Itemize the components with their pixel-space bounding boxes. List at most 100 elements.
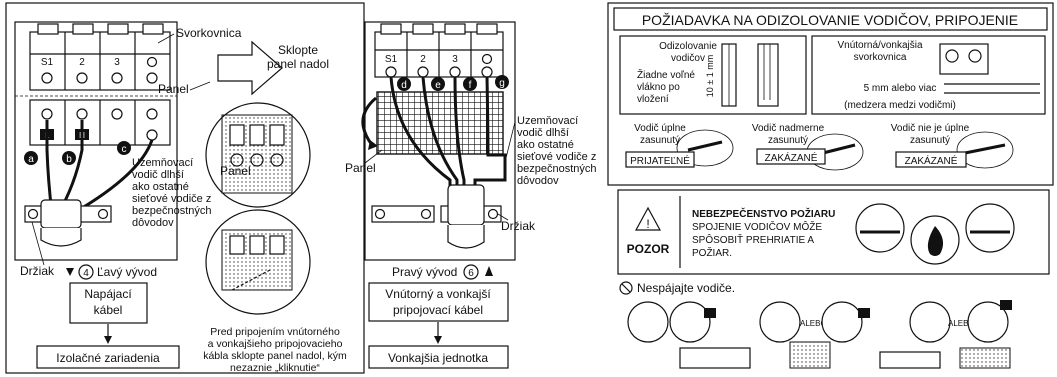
- terminal-label: 2: [420, 54, 426, 65]
- up-arrow-icon: [66, 268, 74, 276]
- svg-text:sieťové vodiče z: sieťové vodiče z: [517, 151, 596, 163]
- fold-arrow-icon: [361, 96, 377, 146]
- svg-text:ako ostatné: ako ostatné: [132, 181, 189, 193]
- left-frame: [5, 2, 365, 374]
- wire-f: [453, 76, 466, 215]
- verdict-prohibited: ZAKÁZANÉ: [905, 154, 958, 167]
- fire-hazard-heading: NEBEZPEČENSTVO POŽIARU: [692, 207, 835, 220]
- fold-panel-line1: Sklopte: [278, 43, 318, 57]
- connection-cable-line2: pripojovací kábel: [393, 303, 483, 317]
- folded-panel-grid: [376, 91, 504, 155]
- prohibited-icon: [619, 281, 633, 295]
- left-outlet-label: Ľavý vývod: [97, 265, 157, 279]
- svg-text:Vodič nie je úplne: Vodič nie je úplne: [891, 123, 970, 134]
- terminal-block-label: Svorkovnica: [176, 26, 242, 40]
- screw-icon: [146, 108, 158, 120]
- svg-text:6: 6: [468, 268, 474, 279]
- svg-text:zasunutý: zasunutý: [640, 135, 680, 146]
- svg-text:bezpečnostných: bezpečnostných: [517, 163, 597, 175]
- gap-label: 5 mm alebo viac: [864, 83, 937, 94]
- terminal-label: S1: [41, 57, 54, 68]
- warning-triangle-icon: [634, 206, 662, 231]
- svg-text:dôvodov: dôvodov: [132, 217, 174, 229]
- marker-e-label: e: [435, 80, 441, 91]
- dimension-label: 10 ± 1 mm: [705, 55, 715, 97]
- fold-panel-line2: panel nadol: [267, 57, 329, 71]
- power-cable-line1: Napájací: [84, 287, 132, 301]
- svg-text:vodič dlhší: vodič dlhší: [132, 169, 184, 181]
- marker-c-label: c: [122, 144, 127, 155]
- gap-note: (medzera medzi vodičmi): [844, 100, 956, 111]
- taped-wire-icon: [965, 203, 1015, 253]
- requirements-title-box: [613, 7, 1048, 31]
- warning-line2: SPÔSOBIŤ PREHRIATIE A: [692, 233, 814, 246]
- wire-e: [421, 76, 459, 215]
- no-loose-line1: Žiadne voľné: [637, 68, 695, 81]
- no-join-text: Nespájajte vodiče.: [637, 281, 735, 295]
- svg-text:sieťové vodiče z: sieťové vodiče z: [132, 193, 211, 205]
- ground-symbol-icon: [146, 56, 158, 68]
- panel-label-right: Panel: [345, 161, 376, 175]
- middle-section: Sklopte panel nadol Panel Pred pripojení…: [203, 40, 347, 374]
- or-label-2: ALEBO: [948, 319, 975, 328]
- case-over-inserted: Vodič nadmerne zasunutý ZAKÁZANÉ: [752, 123, 864, 171]
- marker-b: [62, 151, 76, 165]
- svg-text:dôvodov: dôvodov: [517, 175, 559, 187]
- svg-text:kábla sklopte panel nadol, kým: kábla sklopte panel nadol, kým: [203, 350, 347, 362]
- marker-f: [463, 77, 477, 91]
- connection-cable-line1: Vnútorný a vonkajší: [385, 287, 491, 301]
- power-cable-box: [69, 282, 148, 324]
- svg-text:vodič dlhší: vodič dlhší: [517, 127, 569, 139]
- marker-e: [431, 77, 445, 91]
- insulating-devices-label: Izolačné zariadenia: [56, 351, 160, 365]
- warning-line3: POŽIAR.: [692, 246, 732, 259]
- marker-c: [117, 141, 131, 155]
- case-acceptable: Vodič úplne zasunutý PRIJATEĽNÉ: [625, 123, 734, 168]
- holder-label-right: Držiak: [501, 219, 536, 233]
- stripping-line2: vodičov: [671, 53, 705, 64]
- spliced-wire-icon: [855, 203, 905, 253]
- down-arrow-icon: [434, 336, 442, 344]
- svg-text:Vodič nadmerne: Vodič nadmerne: [752, 123, 825, 134]
- insulating-devices-box: [36, 345, 180, 369]
- caution-label: POZOR: [627, 242, 670, 256]
- svg-text:Vodič úplne: Vodič úplne: [634, 123, 686, 134]
- ground-note-left: Uzemňovací vodič dlhší ako ostatné sieťo…: [132, 157, 212, 229]
- marker-a-label: a: [28, 154, 34, 165]
- right-arrow-icon: [217, 40, 283, 96]
- verdict-acceptable: PRIJATEĽNÉ: [630, 154, 690, 167]
- svg-text:zasunutý: zasunutý: [910, 135, 950, 146]
- svg-text:bezpečnostných: bezpečnostných: [132, 205, 212, 217]
- fold-note: Pred pripojením vnútorného a vonkajšieho…: [203, 326, 347, 374]
- stripping-line1: Odizolovanie: [659, 41, 717, 52]
- svg-text:a vonkajšieho pripojovacieho: a vonkajšieho pripojovacieho: [208, 338, 343, 350]
- screw-icon: [146, 72, 158, 84]
- wire-g: [473, 76, 507, 215]
- right-outlet-label: Pravý vývod: [392, 265, 457, 279]
- right-unit-section: S1 2 3 d e f g: [345, 21, 597, 369]
- zoom-detail-lower: [205, 209, 311, 315]
- requirements-title: POŽIADAVKA NA ODIZOLOVANIE VODIČOV, PRIP…: [642, 12, 1018, 28]
- svg-text:Uzemňovací: Uzemňovací: [132, 157, 193, 169]
- ground-symbol-icon: [481, 53, 493, 65]
- ground-note-right: Uzemňovací vodič dlhší ako ostatné sieťo…: [517, 115, 597, 187]
- screw-icon: [111, 72, 123, 84]
- up-arrow-icon: [485, 266, 493, 276]
- screw-icon: [41, 108, 53, 120]
- panel-label-middle: Panel: [220, 164, 251, 178]
- screw-icon: [76, 108, 88, 120]
- terminal-label: 3: [114, 57, 120, 68]
- marker-g-label: g: [499, 78, 505, 89]
- marker-b-label: b: [66, 154, 72, 165]
- marker-g: [495, 75, 509, 89]
- svg-text:zasunutý: zasunutý: [768, 135, 808, 146]
- svg-text:Uzemňovací: Uzemňovací: [517, 115, 578, 127]
- svg-text:Pred pripojením vnútorného: Pred pripojením vnútorného: [210, 326, 340, 338]
- power-terminal-block-left: L N: [29, 99, 171, 146]
- marker-a: [24, 151, 38, 165]
- left-section: S1 2 3 L N: [5, 2, 365, 374]
- fire-warning: ! POZOR NEBEZPEČENSTVO POŽIARU SPOJENIE …: [617, 189, 1050, 275]
- terminal-label-line2: svorkovnica: [854, 52, 907, 63]
- zoom-detail-upper: [205, 102, 311, 208]
